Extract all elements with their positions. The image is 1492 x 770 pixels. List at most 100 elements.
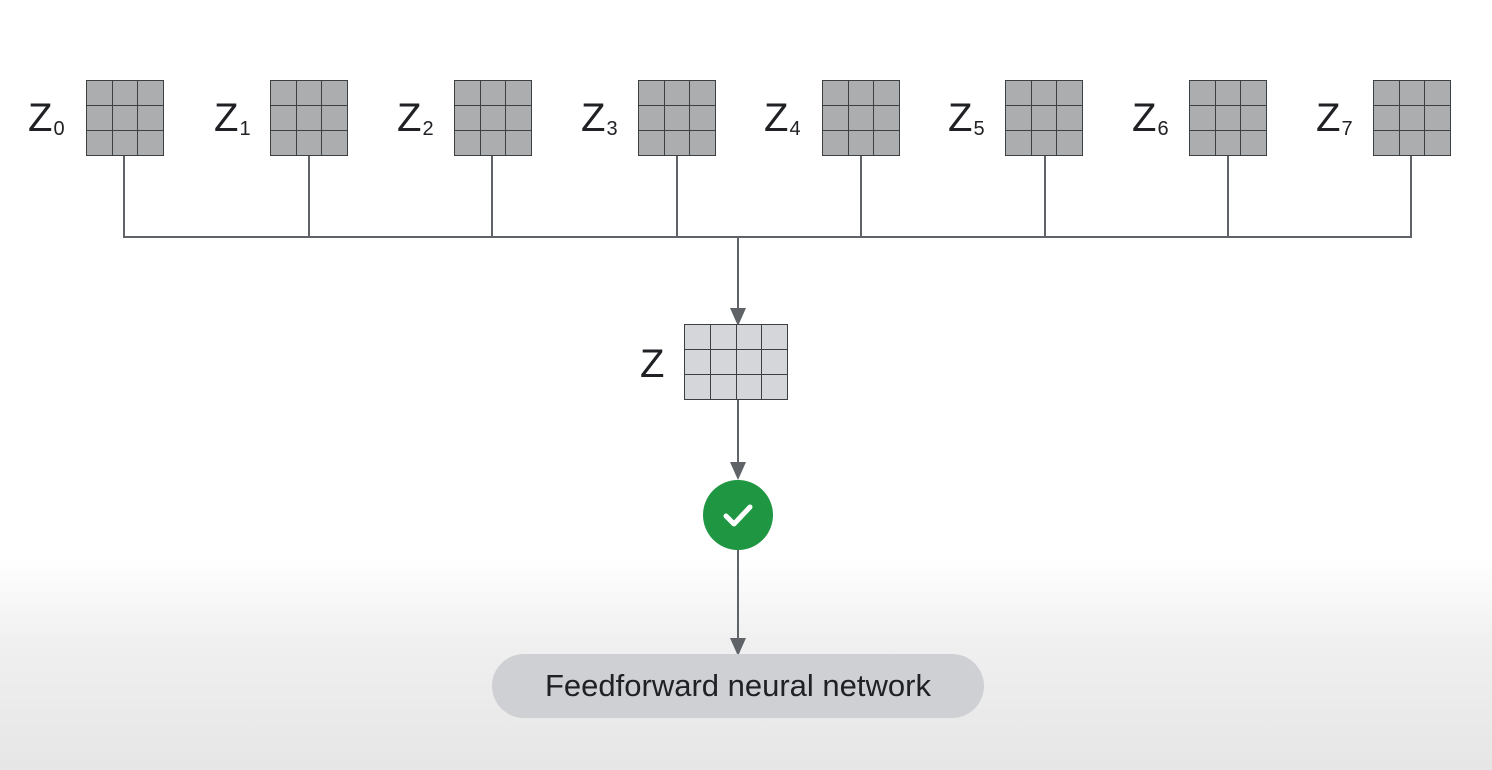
matrix-cell <box>874 131 899 155</box>
matrix-cell <box>736 350 762 374</box>
head-matrix-4 <box>822 80 900 156</box>
output-z-matrix <box>684 324 788 400</box>
matrix-cell <box>506 131 531 155</box>
matrix-cell <box>322 106 347 130</box>
matrix-cell <box>296 131 322 155</box>
matrix-cell <box>874 81 899 105</box>
matrix-cell <box>762 350 787 374</box>
matrix-cell <box>736 325 762 349</box>
matrix-cell <box>848 81 874 105</box>
head-matrix-5 <box>1005 80 1083 156</box>
head-matrix-7 <box>1373 80 1451 156</box>
matrix-cell <box>138 81 163 105</box>
matrix-cell <box>1190 81 1215 105</box>
matrix-cell <box>690 106 715 130</box>
matrix-cell <box>848 131 874 155</box>
matrix-cell <box>1241 106 1266 130</box>
matrix-cell <box>322 131 347 155</box>
matrix-cell <box>1057 81 1082 105</box>
matrix-cell <box>1374 106 1399 130</box>
matrix-cell <box>1006 81 1031 105</box>
matrix-cell <box>690 81 715 105</box>
matrix-cell <box>1057 131 1082 155</box>
head-label-z1: Z1 <box>214 96 251 140</box>
matrix-cell <box>1190 131 1215 155</box>
matrix-cell <box>322 81 347 105</box>
matrix-cell <box>710 325 736 349</box>
matrix-cell <box>1399 106 1425 130</box>
matrix-cell <box>685 325 710 349</box>
matrix-cell <box>296 81 322 105</box>
matrix-cell <box>1425 131 1450 155</box>
matrix-cell <box>664 106 690 130</box>
matrix-cell <box>112 81 138 105</box>
output-z-label: Z <box>640 342 665 386</box>
matrix-cell <box>271 131 296 155</box>
matrix-cell <box>455 131 480 155</box>
check-circle-icon <box>703 480 773 550</box>
head-label-z0: Z0 <box>28 96 65 140</box>
matrix-cell <box>1031 131 1057 155</box>
head-label-z6: Z6 <box>1132 96 1169 140</box>
matrix-cell <box>1425 81 1450 105</box>
matrix-cell <box>480 106 506 130</box>
head-matrix-3 <box>638 80 716 156</box>
matrix-cell <box>664 81 690 105</box>
matrix-cell <box>1374 81 1399 105</box>
matrix-cell <box>112 131 138 155</box>
matrix-cell <box>112 106 138 130</box>
head-label-z5: Z5 <box>948 96 985 140</box>
matrix-cell <box>87 106 112 130</box>
matrix-cell <box>1031 106 1057 130</box>
matrix-cell <box>874 106 899 130</box>
head-matrix-2 <box>454 80 532 156</box>
matrix-cell <box>1190 106 1215 130</box>
matrix-cell <box>1374 131 1399 155</box>
matrix-cell <box>1399 131 1425 155</box>
matrix-cell <box>1215 81 1241 105</box>
matrix-cell <box>455 81 480 105</box>
matrix-cell <box>823 131 848 155</box>
matrix-cell <box>685 350 710 374</box>
matrix-cell <box>762 325 787 349</box>
matrix-cell <box>87 131 112 155</box>
matrix-cell <box>1241 81 1266 105</box>
head-matrix-6 <box>1189 80 1267 156</box>
matrix-cell <box>480 131 506 155</box>
matrix-cell <box>506 81 531 105</box>
feedforward-network-box: Feedforward neural network <box>492 654 984 718</box>
matrix-cell <box>685 375 710 399</box>
head-matrix-0 <box>86 80 164 156</box>
matrix-cell <box>823 81 848 105</box>
matrix-cell <box>1399 81 1425 105</box>
matrix-cell <box>271 106 296 130</box>
matrix-cell <box>87 81 112 105</box>
matrix-cell <box>480 81 506 105</box>
matrix-cell <box>506 106 531 130</box>
matrix-cell <box>690 131 715 155</box>
head-label-z7: Z7 <box>1316 96 1353 140</box>
matrix-cell <box>1215 106 1241 130</box>
head-label-z4: Z4 <box>764 96 801 140</box>
matrix-cell <box>664 131 690 155</box>
head-label-z3: Z3 <box>581 96 618 140</box>
matrix-cell <box>138 106 163 130</box>
matrix-cell <box>639 106 664 130</box>
matrix-cell <box>710 375 736 399</box>
matrix-cell <box>271 81 296 105</box>
matrix-cell <box>639 81 664 105</box>
matrix-cell <box>1057 106 1082 130</box>
head-label-z2: Z2 <box>397 96 434 140</box>
matrix-cell <box>1031 81 1057 105</box>
matrix-cell <box>639 131 664 155</box>
matrix-cell <box>296 106 322 130</box>
matrix-cell <box>762 375 787 399</box>
matrix-cell <box>138 131 163 155</box>
matrix-cell <box>1006 131 1031 155</box>
head-matrix-1 <box>270 80 348 156</box>
matrix-cell <box>1425 106 1450 130</box>
matrix-cell <box>736 375 762 399</box>
matrix-cell <box>455 106 480 130</box>
